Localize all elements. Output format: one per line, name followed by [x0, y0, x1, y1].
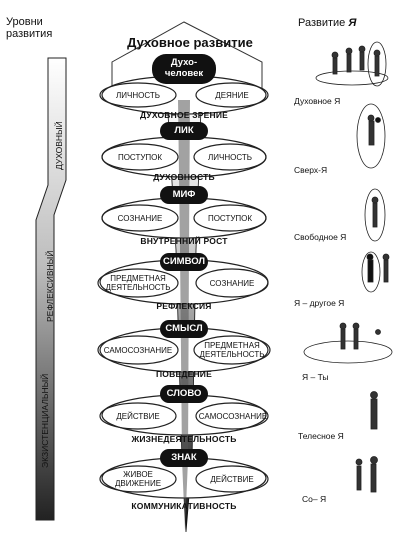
figure-bodily-self: [370, 391, 378, 430]
band-label-2: ДУХОВНОСТЬ: [153, 172, 215, 182]
node-label: Духо- человек: [164, 57, 204, 79]
self-label-5: Я – Ты: [302, 372, 329, 382]
self-development-header: Развитие Я: [298, 17, 356, 29]
figure-spiritual-self: [315, 41, 389, 87]
node-lik: ЛИК: [160, 122, 208, 140]
level6-right-label: САМОСОЗНАНИЕ: [198, 412, 268, 421]
self-label-7: Со– Я: [302, 494, 327, 504]
node-simvol: СИМВОЛ: [160, 253, 208, 271]
node-slovo: СЛОВО: [160, 385, 208, 403]
level7-left-label: ЖИВОЕ ДВИЖЕНИЕ: [114, 470, 162, 488]
figure-co-self: [355, 456, 378, 493]
self-label-4: Я – другое Я: [294, 298, 345, 308]
left-level-bar: [35, 57, 67, 521]
figure-free-self: [364, 188, 386, 242]
main-title: Духовное развитие: [127, 35, 253, 50]
levels-header: Уровни развития: [6, 16, 52, 40]
band-label-1: ДУХОВНОЕ ЗРЕНИЕ: [139, 110, 228, 120]
node-znak: ЗНАК: [160, 449, 208, 467]
self-header-prefix: Развитие: [298, 17, 346, 29]
level1-right-label: ДЕЯНИЕ: [215, 91, 249, 100]
band-label-6: ЖИЗНЕДЕЯТЕЛЬНОСТЬ: [131, 434, 237, 444]
band-label-7: КОММУНИКАТИВНОСТЬ: [131, 501, 237, 511]
level1-left-label: ЛИЧНОСТЬ: [116, 91, 160, 100]
level2-right-label: ЛИЧНОСТЬ: [208, 153, 252, 162]
figure-self-other: [361, 251, 390, 293]
band-label-4: РЕФЛЕКСИЯ: [156, 301, 212, 311]
level-label-spiritual: ДУХОВНЫЙ: [54, 121, 64, 170]
self-header-emph: Я: [348, 17, 357, 29]
self-label-1: Духовное Я: [294, 96, 341, 106]
level4-right-label: СОЗНАНИЕ: [209, 279, 255, 288]
level-label-reflexive: РЕФЛЕКСИВНЫЙ: [45, 250, 55, 322]
levels-header-line-1: Уровни: [6, 16, 43, 28]
self-label-6: Телесное Я: [298, 431, 344, 441]
figure-self-you: [303, 322, 393, 364]
levels-header-line-2: развития: [6, 28, 53, 40]
level3-right-label: ПОСТУПОК: [207, 214, 253, 223]
self-label-2: Сверх-Я: [294, 165, 328, 175]
level4-left-label: ПРЕДМЕТНАЯ ДЕЯТЕЛЬНОСТЬ: [105, 274, 171, 292]
level-label-existential: ЭКЗИСТЕНЦИАЛЬНЫЙ: [40, 373, 50, 468]
level5-left-label: САМОСОЗНАНИЕ: [103, 346, 173, 355]
level5-right-label: ПРЕДМЕТНАЯ ДЕЯТЕЛЬНОСТЬ: [199, 341, 265, 359]
node-spirit-human: Духо- человек: [152, 54, 216, 84]
self-label-3: Свободное Я: [294, 232, 347, 242]
node-mif: МИФ: [160, 186, 208, 204]
band-label-5: ПОВЕДЕНИЕ: [156, 369, 212, 379]
level7-right-label: ДЕЙСТВИЕ: [210, 475, 254, 484]
figure-super-self: [356, 103, 386, 169]
level2-left-label: ПОСТУПОК: [117, 153, 163, 162]
node-smysl: СМЫСЛ: [160, 320, 208, 338]
level3-left-label: СОЗНАНИЕ: [117, 214, 163, 223]
band-label-3: ВНУТРЕННИЙ РОСТ: [140, 236, 228, 246]
level6-left-label: ДЕЙСТВИЕ: [116, 412, 160, 421]
